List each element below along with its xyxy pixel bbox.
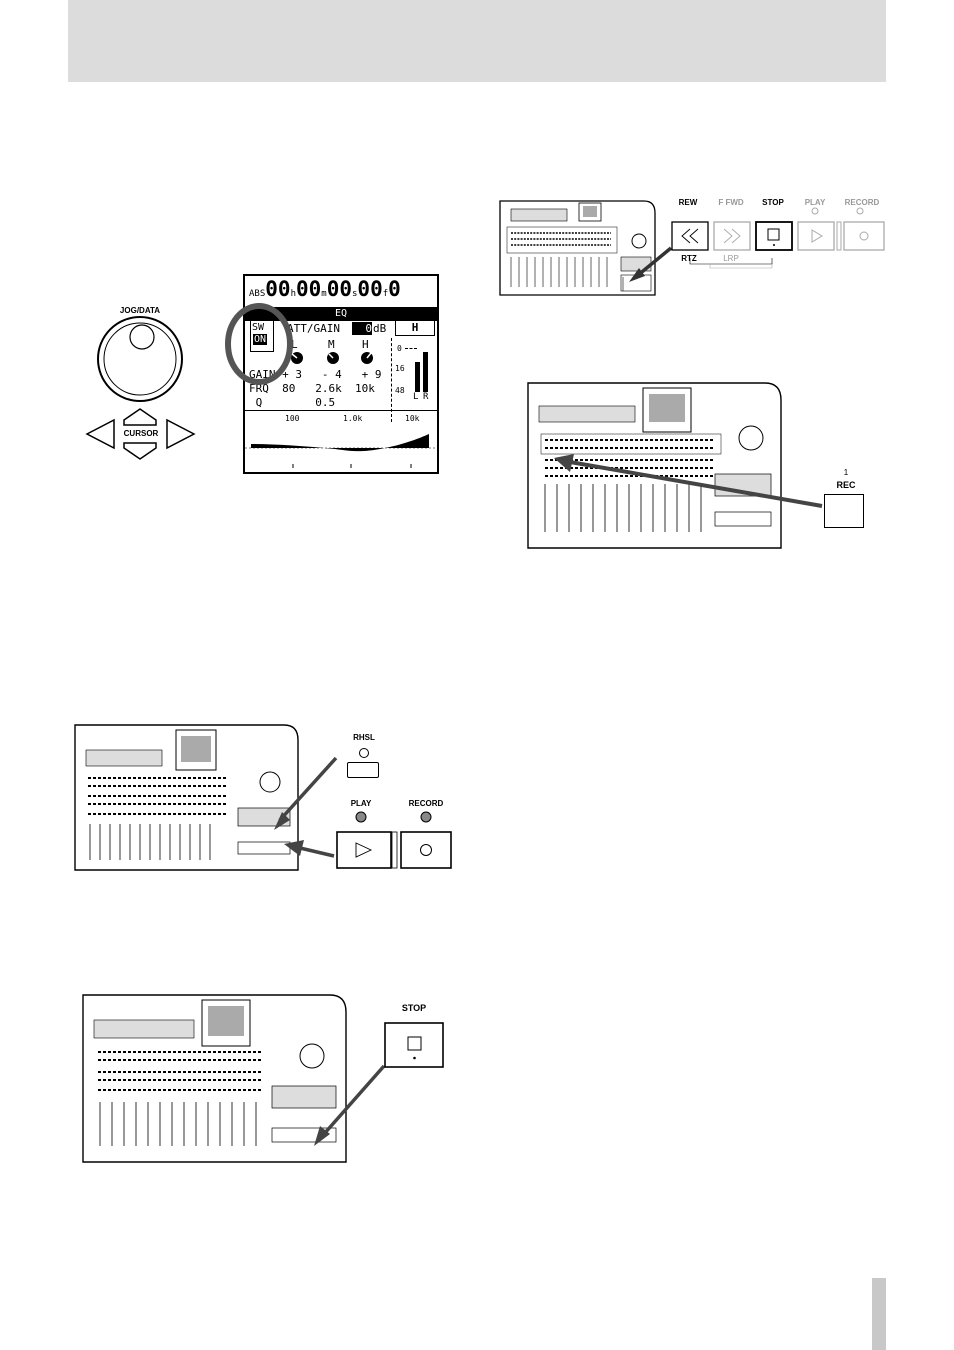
lrp-label: LRP <box>722 254 740 263</box>
play-button-top <box>798 222 834 250</box>
meter-scale-16: 16 <box>395 364 405 373</box>
meter-scale-48: 48 <box>395 386 405 395</box>
rec-button[interactable] <box>824 494 864 528</box>
stop-button-top <box>756 222 792 250</box>
rhsl-label: RHSL <box>347 733 381 742</box>
rtz-label: RTZ <box>680 254 698 263</box>
header-band <box>68 0 886 82</box>
band-selected: H <box>396 321 434 335</box>
ffwd-button <box>714 222 750 250</box>
cursor-right-icon <box>167 420 194 448</box>
cursor-down-icon <box>124 443 156 459</box>
record-button-top <box>844 222 884 250</box>
jog-data-label: JOG/DATA <box>110 306 170 315</box>
rhsl-button[interactable] <box>347 762 379 778</box>
record-led-icon <box>421 812 431 822</box>
eq-knobs <box>285 348 385 368</box>
cursor-left-icon <box>87 420 114 448</box>
play-button <box>337 832 391 868</box>
knob-high-icon <box>361 352 373 364</box>
lrp-bracket <box>710 264 772 268</box>
graph-divider <box>245 410 437 411</box>
jog-cursor-illustration <box>84 315 214 465</box>
knob-mid-icon <box>327 352 339 364</box>
stop-label: STOP <box>396 1003 432 1013</box>
track-number: 1 <box>836 468 856 477</box>
freq-axis-100: 100 <box>285 414 299 423</box>
meter-bar-r <box>423 352 428 392</box>
page-side-tab <box>872 1278 886 1350</box>
meter-channel-l: L <box>413 392 418 402</box>
play-label: PLAY <box>346 799 376 808</box>
rec-label: REC <box>826 480 866 490</box>
record-label: RECORD <box>402 799 450 808</box>
q-row: Q 0.5 <box>249 396 335 409</box>
play-record-buttons <box>335 808 455 872</box>
cursor-up-icon <box>124 409 156 425</box>
pointer-arrow-rec <box>550 450 826 514</box>
freq-axis-10k: 10k <box>405 414 419 423</box>
sw-highlight-circle <box>224 302 294 386</box>
pointer-arrows-rhsl-play <box>260 752 340 864</box>
att-gain-label: ATT/GAIN <box>287 322 340 335</box>
meter-channel-r: R <box>423 392 428 402</box>
meter-top-line <box>405 348 417 349</box>
meter-scale-0: 0 <box>397 344 402 353</box>
freq-axis-1k: 1.0k <box>343 414 362 423</box>
att-gain-value[interactable]: 0 <box>352 322 372 335</box>
rew-button <box>672 222 708 250</box>
band-select-box[interactable]: H <box>395 320 435 336</box>
stop-button[interactable] <box>384 1022 446 1070</box>
record-led-icon <box>857 208 863 214</box>
play-led-icon <box>356 812 366 822</box>
meter-bar-l <box>415 362 420 392</box>
att-gain-unit: dB <box>373 322 386 335</box>
play-led-icon <box>812 208 818 214</box>
abs-label: ABS <box>249 289 265 299</box>
jog-wheel <box>98 317 182 401</box>
record-button <box>401 832 451 868</box>
pointer-arrow-stop <box>304 1060 388 1150</box>
eq-curve-graph <box>245 424 437 470</box>
cursor-label: CURSOR <box>113 429 169 438</box>
rhsl-led-icon <box>356 745 372 761</box>
transport-buttons-top <box>670 206 886 278</box>
